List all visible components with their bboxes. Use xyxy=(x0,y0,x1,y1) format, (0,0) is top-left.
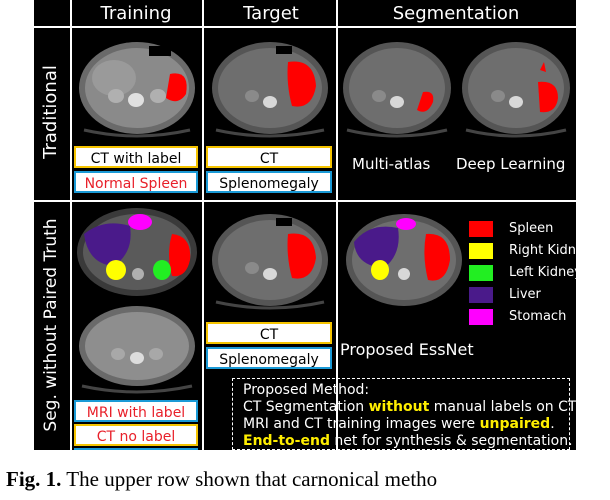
legend-label: Liver xyxy=(509,287,541,302)
legend-swatch xyxy=(469,243,493,259)
method-highlight: unpaired xyxy=(479,416,551,432)
ct-scan-unlabeled xyxy=(79,306,195,394)
method-text: . xyxy=(550,416,555,432)
legend-item-left-kidney: Left Kidney xyxy=(469,264,582,282)
legend-label: Right Kidney xyxy=(509,243,592,258)
header-segmentation: Segmentation xyxy=(392,3,520,24)
label-normal-spleen: Normal Spleen xyxy=(74,171,198,193)
legend-swatch xyxy=(469,287,493,303)
proposed-method-box: Proposed Method: CT Segmentation without… xyxy=(232,378,585,450)
ct-scan-multi-atlas xyxy=(343,42,451,138)
method-highlight: End-to-end xyxy=(243,433,330,449)
mri-scan-labeled xyxy=(77,208,197,296)
header-training: Training xyxy=(100,3,172,24)
ct-scan-target xyxy=(212,42,328,138)
grid-line xyxy=(202,0,204,450)
row-label-traditional: Traditional xyxy=(40,65,61,159)
legend-item-spleen: Spleen xyxy=(469,220,573,238)
figure: Training Target Segmentation Traditional… xyxy=(34,0,592,450)
label-splenomegaly-training-edge xyxy=(74,448,198,450)
ct-scan-training xyxy=(79,42,195,138)
method-text: MRI and CT training images were xyxy=(243,416,480,432)
grid-line xyxy=(34,200,576,202)
label-splenomegaly-bottom: Splenomegaly xyxy=(206,347,332,369)
label-ct-bottom: CT xyxy=(206,322,332,344)
label-ct-no-label: CT no label xyxy=(74,424,198,446)
ct-scan-target-bottom xyxy=(212,214,328,310)
ct-scan-proposed xyxy=(346,214,462,306)
ct-scan-deep-learning xyxy=(462,42,570,138)
figure-caption: Fig. 1. The upper row shown that carnoni… xyxy=(0,452,610,500)
method-text: net for synthesis & segmentation. xyxy=(329,433,573,449)
method-text: manual labels on CT . xyxy=(429,399,586,415)
header-target: Target xyxy=(243,3,299,24)
legend-swatch xyxy=(469,221,493,237)
legend-item-right-kidney: Right Kidney xyxy=(469,242,592,260)
grid-line xyxy=(336,0,338,450)
method-highlight: without xyxy=(368,399,430,415)
row-label-seg-without-paired-truth: Seg. without Paired Truth xyxy=(41,218,61,432)
grid-line xyxy=(70,0,72,450)
caption-label: Fig. 1. xyxy=(6,467,62,491)
grid-line xyxy=(34,26,576,28)
method-title: Proposed Method: xyxy=(243,382,370,398)
method-line-3: End-to-end net for synthesis & segmentat… xyxy=(243,432,573,450)
label-deep-learning: Deep Learning xyxy=(456,155,566,173)
legend-label: Stomach xyxy=(509,309,567,324)
label-splenomegaly: Splenomegaly xyxy=(206,171,332,193)
label-ct: CT xyxy=(206,146,332,168)
legend-label: Spleen xyxy=(509,221,554,236)
label-mri-with-label: MRI with label xyxy=(74,400,198,422)
method-text: CT Segmentation xyxy=(243,399,369,415)
label-proposed-essnet: Proposed EssNet xyxy=(340,340,474,359)
legend-item-liver: Liver xyxy=(469,286,573,304)
legend-swatch xyxy=(469,309,493,325)
method-line-1: CT Segmentation without manual labels on… xyxy=(243,398,585,416)
method-line-2: MRI and CT training images were unpaired… xyxy=(243,415,555,433)
legend-swatch xyxy=(469,265,493,281)
caption-text: The upper row shown that carnonical meth… xyxy=(61,467,438,491)
label-ct-with-label: CT with label xyxy=(74,146,198,168)
legend-label: Left Kidney xyxy=(509,265,582,280)
legend-item-stomach: Stomach xyxy=(469,308,573,326)
label-multi-atlas: Multi-atlas xyxy=(352,155,431,173)
